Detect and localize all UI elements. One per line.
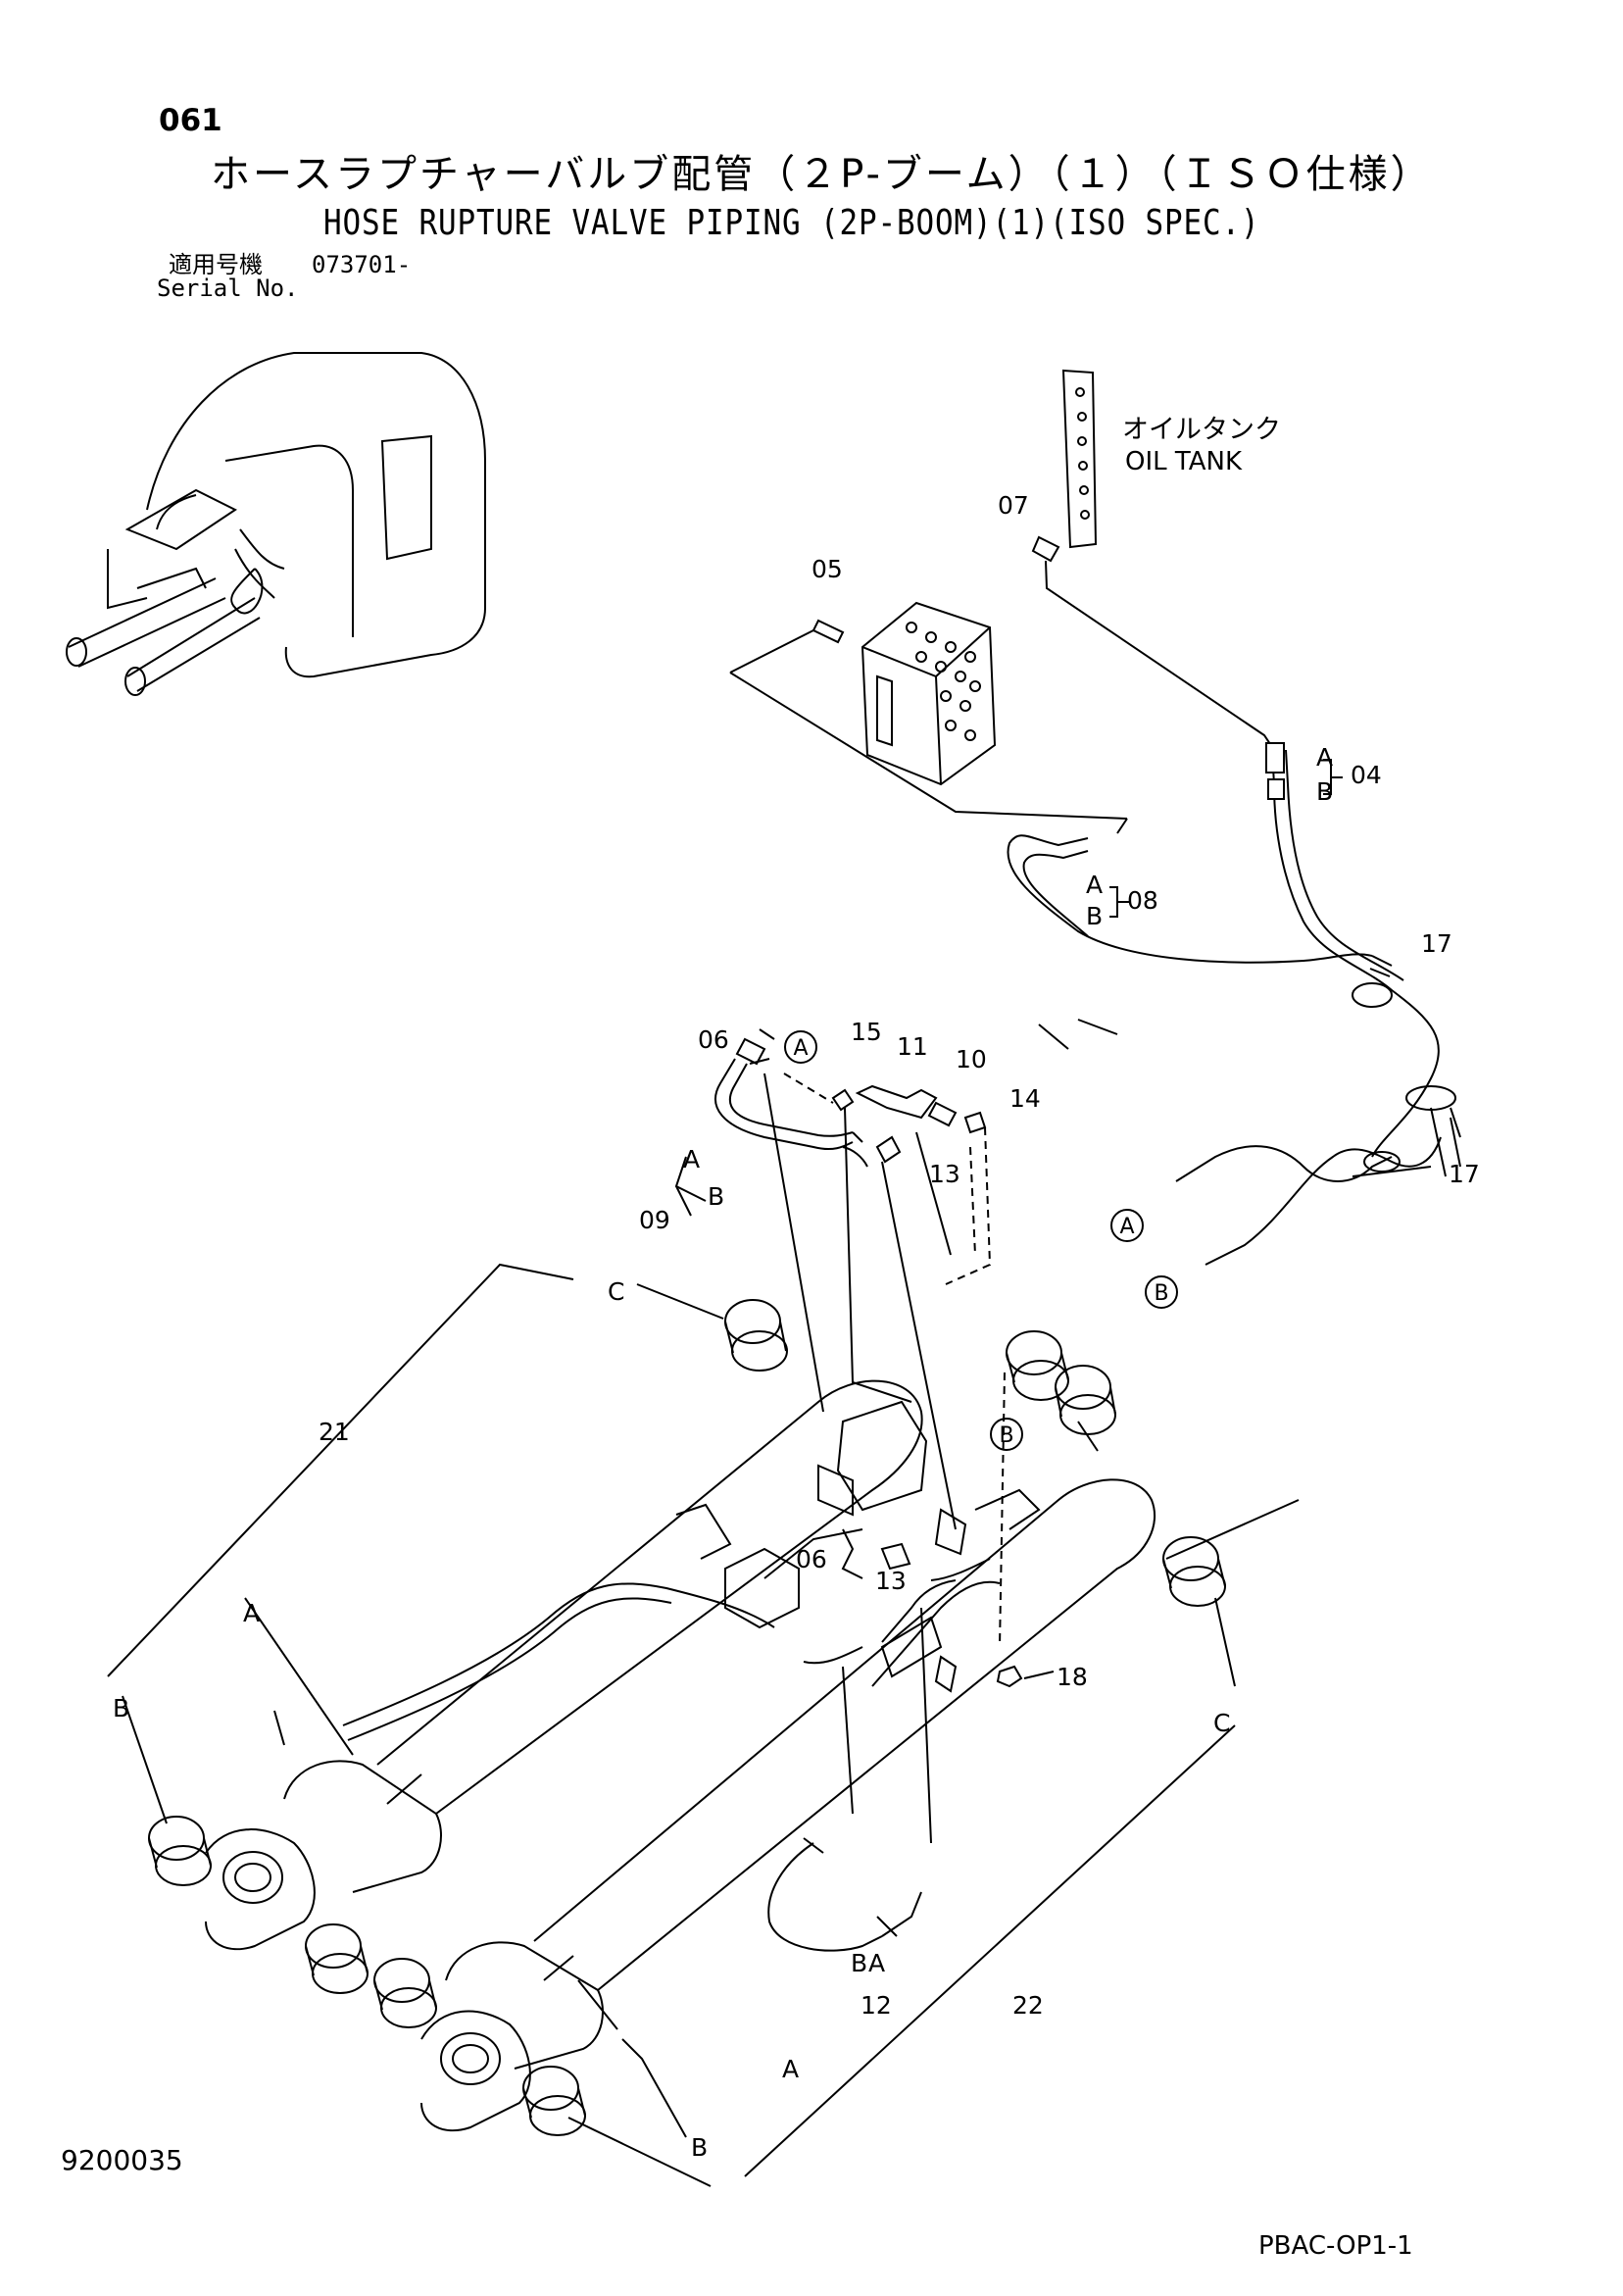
title-japanese: ホースラプチャーバルブ配管（２P-ブーム）（１）（ＩＳＯ仕様）: [211, 152, 1433, 197]
callout-13b: 13: [875, 1567, 907, 1595]
page-code: PBAC-OP1-1: [1258, 2231, 1413, 2261]
fitting-07: [1031, 535, 1060, 563]
control-valve: [861, 601, 997, 786]
callout-21: 21: [319, 1418, 350, 1446]
fitting-05: [812, 619, 845, 644]
callout-11: 11: [897, 1032, 928, 1061]
circle-label-b: B: [1154, 1281, 1168, 1306]
hose-rupture-valve-block: [724, 1400, 1041, 1693]
callout-a-21: A: [243, 1599, 261, 1627]
callout-08a-letter: A: [1086, 871, 1104, 899]
boom-cylinder-22: [420, 1478, 1156, 2132]
callout-12b-letter: B: [851, 1949, 868, 1977]
excavator-overview-icon: [66, 352, 486, 696]
circle-label-a: A: [793, 1036, 808, 1061]
oil-tank-label-en: OIL TANK: [1125, 447, 1243, 476]
oil-tank-bracket: [1061, 369, 1098, 549]
callout-04a-letter: A: [1316, 743, 1334, 772]
callout-06b: 06: [796, 1545, 827, 1573]
circle-label-a: A: [1119, 1215, 1134, 1239]
serial-label-english: Serial No.: [157, 275, 299, 302]
page-number: 061: [159, 103, 222, 138]
callout-06a: 06: [698, 1025, 729, 1054]
callout-b-21: B: [113, 1694, 130, 1722]
document-number: 9200035: [61, 2144, 183, 2176]
callout-09a-letter: A: [683, 1145, 701, 1173]
callout-c-upper: C: [608, 1277, 625, 1306]
callout-17b: 17: [1449, 1160, 1480, 1188]
serial-number-value: 073701-: [312, 251, 412, 278]
callout-c-lower: C: [1213, 1709, 1231, 1737]
callout-04b-letter: B: [1316, 777, 1334, 806]
title-english: HOSE RUPTURE VALVE PIPING (2P-BOOM)(1)(I…: [323, 203, 1260, 243]
callout-10: 10: [956, 1045, 987, 1073]
callout-08b-letter: B: [1086, 902, 1104, 930]
callout-07: 07: [998, 491, 1029, 520]
callout-12: 12: [861, 1991, 892, 2020]
callout-13a: 13: [929, 1160, 960, 1188]
callout-14: 14: [1009, 1084, 1041, 1113]
callout-04: 04: [1351, 761, 1382, 789]
callout-05: 05: [812, 555, 843, 583]
callout-15: 15: [851, 1018, 882, 1046]
circle-label-b: B: [999, 1423, 1013, 1448]
callout-12a-letter: A: [868, 1949, 886, 1977]
callout-b-22: B: [691, 2133, 709, 2162]
oil-tank-label-jp: オイルタンク: [1122, 415, 1281, 445]
callout-18: 18: [1057, 1663, 1088, 1691]
bushings: [148, 1299, 1226, 2136]
boom-cylinder-21: [205, 1379, 923, 1951]
callout-22: 22: [1012, 1991, 1044, 2020]
callout-08: 08: [1127, 886, 1158, 915]
callout-17a: 17: [1421, 929, 1452, 958]
serial-label-japanese: 適用号機: [169, 251, 263, 278]
callout-09b-letter: B: [708, 1182, 725, 1211]
callout-a-22: A: [782, 2055, 800, 2083]
callout-09: 09: [639, 1206, 670, 1234]
